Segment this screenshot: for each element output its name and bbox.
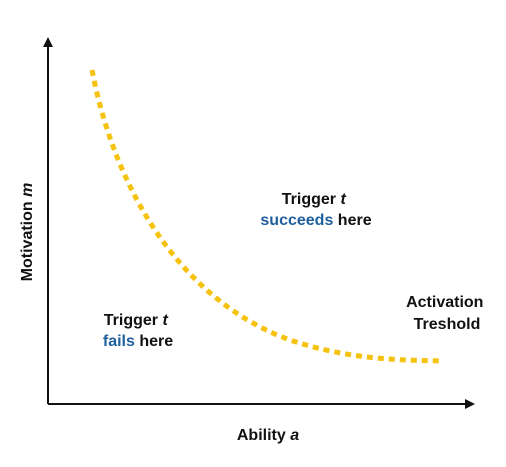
x-axis-label: Ability a: [237, 427, 299, 444]
fails-highlight: fails: [103, 333, 135, 350]
fail-region-label: Trigger t fails here: [103, 312, 173, 350]
succeed-region-label: Trigger t succeeds here: [260, 191, 371, 229]
succeeds-highlight: succeeds: [260, 212, 333, 229]
activation-threshold-curve: [89, 69, 443, 364]
y-axis-label: Motivation m: [19, 183, 36, 282]
threshold-curve-label: Activation Treshold: [406, 294, 488, 333]
